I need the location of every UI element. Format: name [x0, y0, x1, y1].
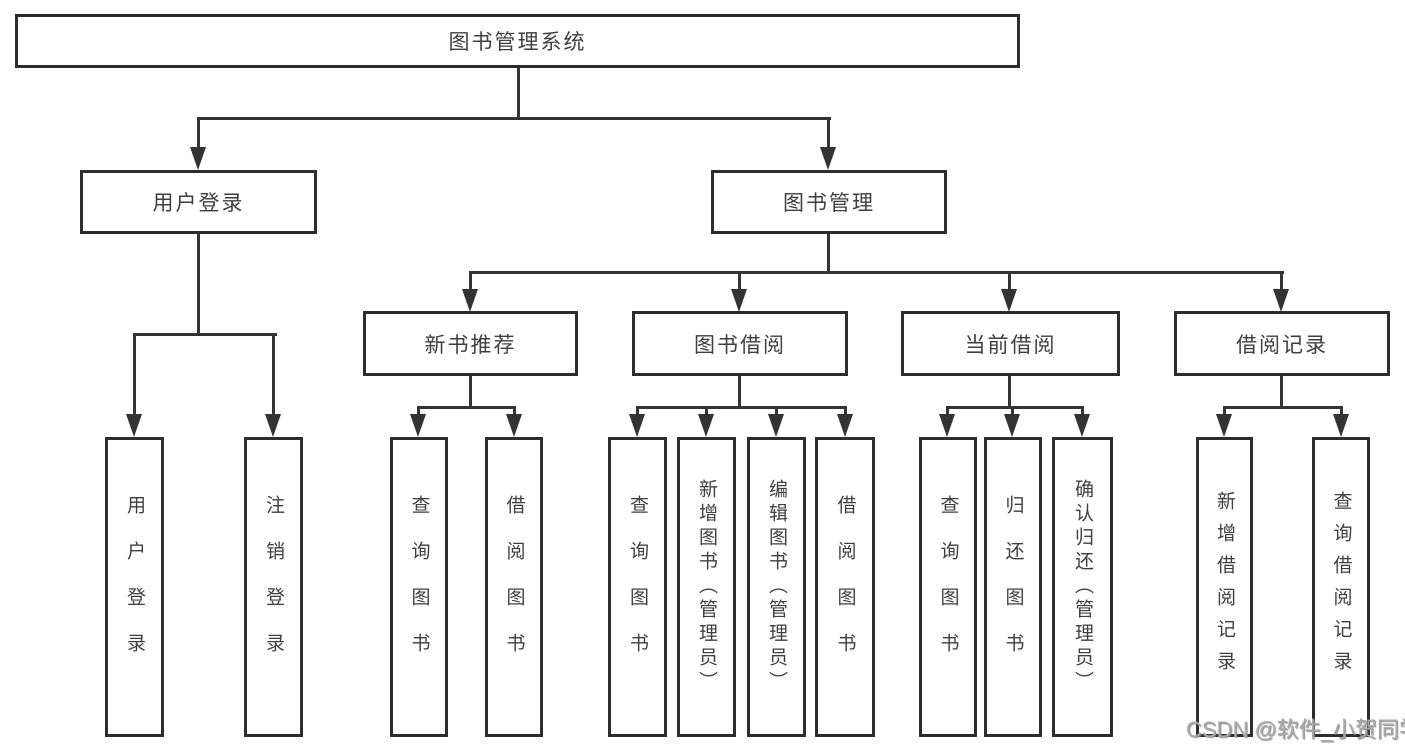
- connector-line: [1081, 406, 1084, 418]
- arrow-down-icon: [820, 147, 836, 170]
- arrow-down-icon: [265, 414, 281, 437]
- leaf-edit-books-admin: 编辑图书（管理员）: [747, 437, 806, 737]
- node-current-borrowing: 当前借阅: [901, 311, 1120, 376]
- leaf-add-books-admin: 新增图书（管理员）: [677, 437, 736, 737]
- watermark: CSDN @软件_小贺同学: [1186, 717, 1405, 742]
- arrow-down-icon: [410, 414, 426, 437]
- connector-line: [1008, 376, 1011, 409]
- connector-line: [133, 333, 136, 415]
- arrow-down-icon: [629, 414, 645, 437]
- node-borrow-records: 借阅记录: [1174, 311, 1390, 376]
- connector-line: [1223, 406, 1226, 418]
- leaf-borrow-books-recommend: 借阅图书: [485, 437, 543, 737]
- connector-line: [469, 271, 472, 293]
- connector-line: [1011, 406, 1014, 418]
- leaf-query-books-borrowing: 查询图书: [608, 437, 667, 737]
- arrow-down-icon: [1216, 414, 1232, 437]
- connector-line: [827, 117, 830, 149]
- connector-line: [469, 271, 1284, 274]
- leaf-user-login: 用户登录: [105, 437, 164, 737]
- connector-line: [946, 406, 949, 418]
- arrow-down-icon: [1001, 289, 1017, 312]
- connector-line: [1280, 271, 1283, 293]
- connector-line: [513, 406, 516, 418]
- leaf-borrow-books: 借阅图书: [815, 437, 875, 737]
- arrow-down-icon: [506, 414, 522, 437]
- connector-line: [636, 406, 639, 418]
- connector-line: [272, 333, 275, 415]
- connector-line: [517, 68, 520, 119]
- connector-line: [1280, 376, 1283, 409]
- connector-line: [775, 406, 778, 418]
- arrow-down-icon: [698, 414, 714, 437]
- node-user-login: 用户登录: [80, 170, 317, 234]
- connector-line: [133, 333, 277, 336]
- arrow-down-icon: [939, 414, 955, 437]
- arrow-down-icon: [190, 147, 206, 170]
- connector-line: [705, 406, 708, 418]
- arrow-down-icon: [1074, 414, 1090, 437]
- arrow-down-icon: [837, 414, 853, 437]
- connector-line: [738, 376, 741, 409]
- node-book-borrowing: 图书借阅: [632, 311, 848, 376]
- arrow-down-icon: [731, 289, 747, 312]
- connector-line: [1340, 406, 1343, 418]
- leaf-query-books-recommend: 查询图书: [390, 437, 448, 737]
- connector-line: [946, 406, 1084, 409]
- connector-line: [197, 117, 200, 149]
- connector-line: [197, 117, 831, 120]
- connector-line: [636, 406, 847, 409]
- arrow-down-icon: [1004, 414, 1020, 437]
- node-library-system: 图书管理系统: [15, 14, 1020, 68]
- leaf-confirm-return-admin: 确认归还（管理员）: [1052, 437, 1113, 737]
- connector-line: [844, 406, 847, 418]
- connector-line: [417, 406, 516, 409]
- connector-line: [197, 234, 200, 335]
- connector-line: [469, 376, 472, 409]
- connector-line: [738, 271, 741, 293]
- leaf-add-borrow-record: 新增借阅记录: [1196, 437, 1253, 737]
- node-new-book-recommend: 新书推荐: [363, 311, 578, 376]
- leaf-logout: 注销登录: [244, 437, 303, 737]
- arrow-down-icon: [462, 289, 478, 312]
- connector-line: [827, 234, 830, 273]
- leaf-return-books: 归还图书: [984, 437, 1042, 737]
- connector-line: [1223, 406, 1343, 409]
- connector-line: [417, 406, 420, 418]
- arrow-down-icon: [126, 414, 142, 437]
- connector-line: [1008, 271, 1011, 293]
- leaf-query-borrow-record: 查询借阅记录: [1312, 437, 1370, 737]
- node-book-management: 图书管理: [711, 170, 947, 234]
- arrow-down-icon: [1333, 414, 1349, 437]
- arrow-down-icon: [1273, 289, 1289, 312]
- leaf-query-books-current: 查询图书: [919, 437, 977, 737]
- arrow-down-icon: [768, 414, 784, 437]
